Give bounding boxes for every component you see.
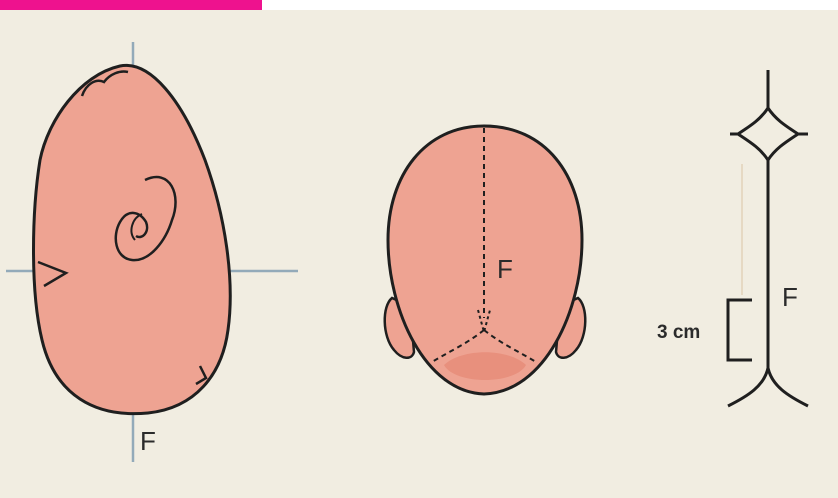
posterior-f-label: F	[497, 254, 513, 284]
measurement-label: 3 cm	[657, 322, 700, 343]
lateral-head-outline	[34, 65, 231, 413]
posterior-fontanelle-branch	[728, 368, 808, 406]
lateral-f-label: F	[140, 426, 156, 456]
suture-schematic: 3 cm F	[657, 70, 808, 406]
posterior-head-view: F	[385, 126, 586, 394]
lateral-head-view: F	[6, 42, 298, 462]
three-cm-bracket	[728, 300, 752, 360]
schematic-f-label: F	[782, 282, 798, 312]
anterior-fontanelle-diamond	[738, 108, 798, 160]
